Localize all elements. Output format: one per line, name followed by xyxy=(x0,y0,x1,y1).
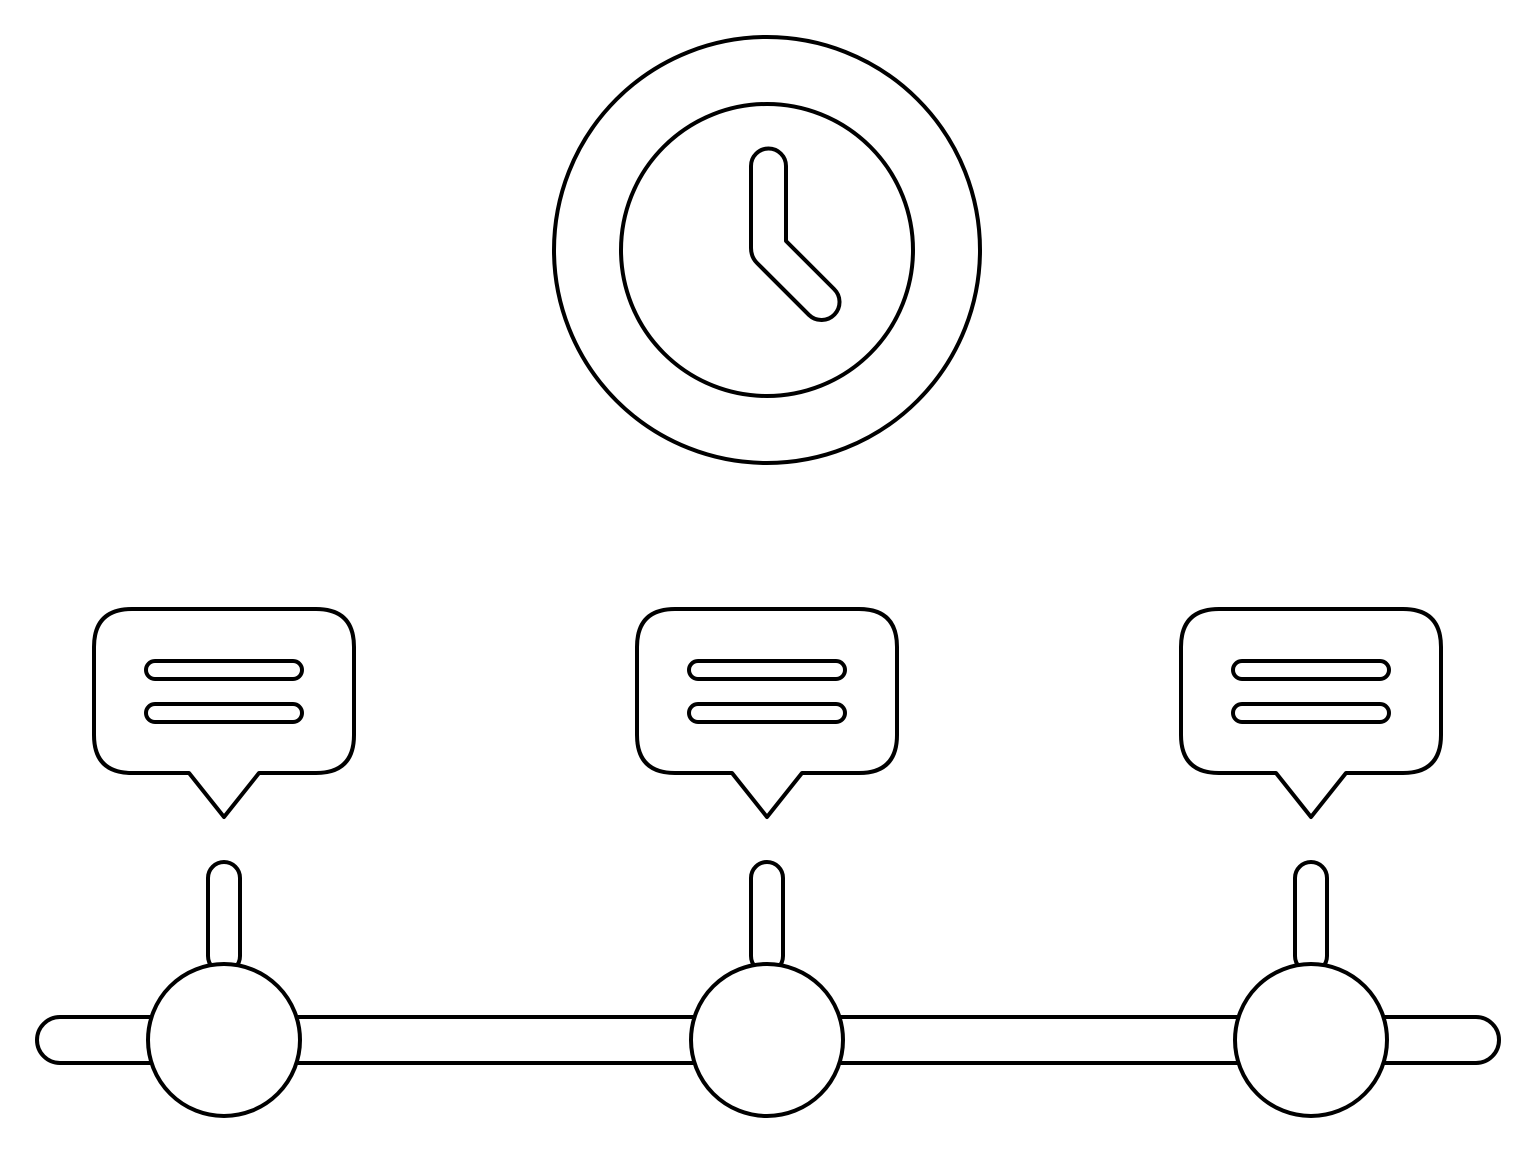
bubble-text-line xyxy=(144,659,304,681)
milestone-2 xyxy=(635,607,899,1118)
bubble-text-line xyxy=(1231,659,1391,681)
milestone-stem xyxy=(1293,860,1329,974)
milestones xyxy=(92,607,1443,1118)
timeline-node xyxy=(146,962,302,1118)
milestone-3 xyxy=(1179,607,1443,1118)
timeline-node xyxy=(689,962,845,1118)
bubble-text-line xyxy=(687,702,847,724)
clock-icon xyxy=(552,35,982,465)
clock-hands xyxy=(749,146,842,323)
milestone-stem xyxy=(206,860,242,974)
bubble-text-line xyxy=(687,659,847,681)
milestone-1 xyxy=(92,607,356,1118)
bubble-text-line xyxy=(144,702,304,724)
bubble-text-line xyxy=(1231,702,1391,724)
milestone-stem xyxy=(749,860,785,974)
timeline-node xyxy=(1233,962,1389,1118)
